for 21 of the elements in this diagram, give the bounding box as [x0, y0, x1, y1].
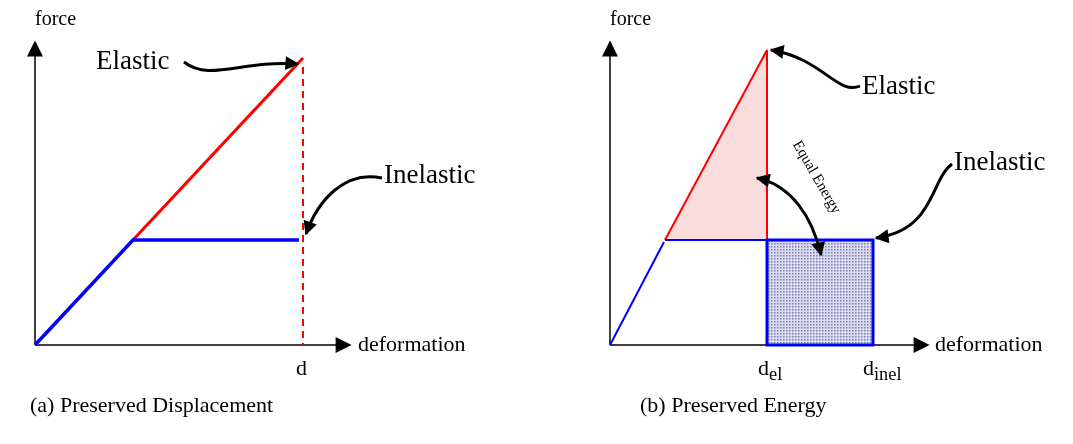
leader-arrow	[874, 162, 954, 243]
axis-label: deformation	[358, 333, 466, 355]
axis-label: force	[610, 8, 652, 28]
tick-label: d	[296, 357, 307, 379]
axis-label: force	[35, 8, 77, 28]
double-arrow	[755, 174, 825, 257]
tick-label: d$_{inel}$	[863, 357, 902, 384]
curve-label: Inelastic	[384, 161, 476, 188]
inelastic-curve	[33, 238, 299, 347]
leader-arrow	[304, 175, 383, 236]
caption: (a) Preserved Displacement	[30, 394, 274, 416]
caption: (b) Preserved Energy	[640, 394, 827, 416]
shaded-triangle-area	[664, 49, 768, 241]
curve-label: Elastic	[862, 72, 936, 99]
axis-label: deformation	[935, 333, 1043, 355]
leader-arrow	[183, 56, 300, 72]
curve-label: Elastic	[96, 47, 170, 74]
curve-label: Inelastic	[954, 148, 1046, 175]
leader-arrow	[769, 45, 861, 90]
tick-label: d$_{el}$	[758, 357, 783, 384]
hatched-rectangle-area	[765, 238, 875, 347]
